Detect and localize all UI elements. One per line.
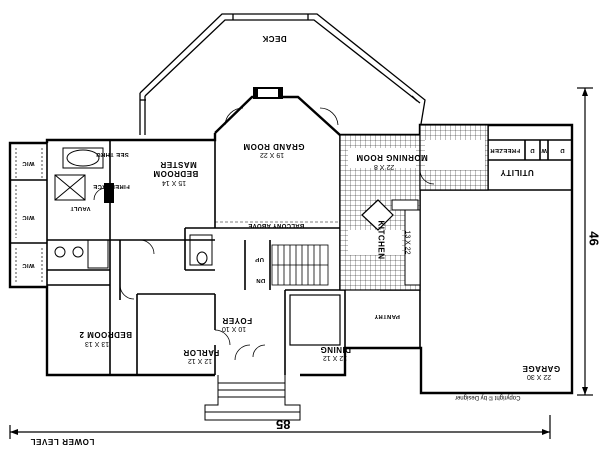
dw-d-label: D	[530, 147, 535, 153]
garage-size: 22 X 30	[527, 373, 552, 380]
dw-w-label: W	[541, 147, 547, 153]
wic-label-1: WIC	[22, 160, 35, 166]
door-swings	[93, 107, 435, 361]
stair-down-label: DN	[256, 277, 266, 283]
master-bedroom-label-line2: BEDROOM	[153, 169, 199, 178]
foyer-label: FOYER	[222, 316, 253, 325]
deck-label: DECK	[262, 34, 287, 43]
vault-label: VAULT	[70, 205, 91, 211]
garage-label: GARAGE	[522, 364, 561, 373]
level-caption: LOWER LEVEL	[30, 437, 95, 446]
morning-room-label: MORNING ROOM	[356, 153, 428, 162]
dining-size: 12 X 12	[323, 354, 348, 361]
dining-label: DINING	[320, 345, 351, 354]
parlor-label: PARLOR	[183, 348, 220, 357]
fireplace-label-line2: FIREPLACE	[93, 183, 130, 189]
wic-label-3: WIC	[22, 262, 35, 268]
bedroom2-label: BEDROOM 2	[79, 330, 132, 339]
freezer-label: FREEZER	[490, 147, 521, 153]
parlor-size: 12 X 12	[188, 357, 213, 364]
grand-room-size: 19 X 22	[260, 151, 285, 158]
master-bath-fixtures	[54, 147, 213, 269]
kitchen-size: 13 X 22	[403, 230, 411, 255]
morning-room-size: 22 X 8	[374, 163, 395, 170]
copyright-text: Copyright © by Designer	[455, 394, 521, 400]
width-dimension: 85	[276, 417, 291, 432]
master-bedroom-label-line1: MASTER	[160, 160, 197, 169]
front-steps	[204, 375, 301, 421]
utility-label: UTILITY	[500, 168, 534, 177]
master-bedroom-size: 15 X 14	[162, 179, 187, 186]
fireplace-label-line1: SEE THRU	[96, 151, 129, 157]
depth-dimension: 46	[586, 231, 600, 246]
foyer-size: 10 X 10	[222, 325, 247, 332]
stair-up-label: UP	[255, 256, 264, 262]
dining-room-inner	[289, 294, 341, 346]
wic-label-2: WIC	[22, 214, 35, 220]
kitchen-island	[361, 199, 394, 231]
bedroom2-size: 13 X 13	[85, 340, 110, 347]
balcony-above-label: BALCONY ABOVE	[248, 222, 305, 228]
deck-outline	[139, 13, 426, 135]
kitchen-label: KITCHEN	[376, 220, 386, 260]
grand-room-label: GRAND ROOM	[243, 142, 305, 151]
dryer-label: D	[560, 147, 565, 153]
pantry-label: PANTRY	[374, 313, 400, 319]
staircase	[271, 244, 329, 286]
